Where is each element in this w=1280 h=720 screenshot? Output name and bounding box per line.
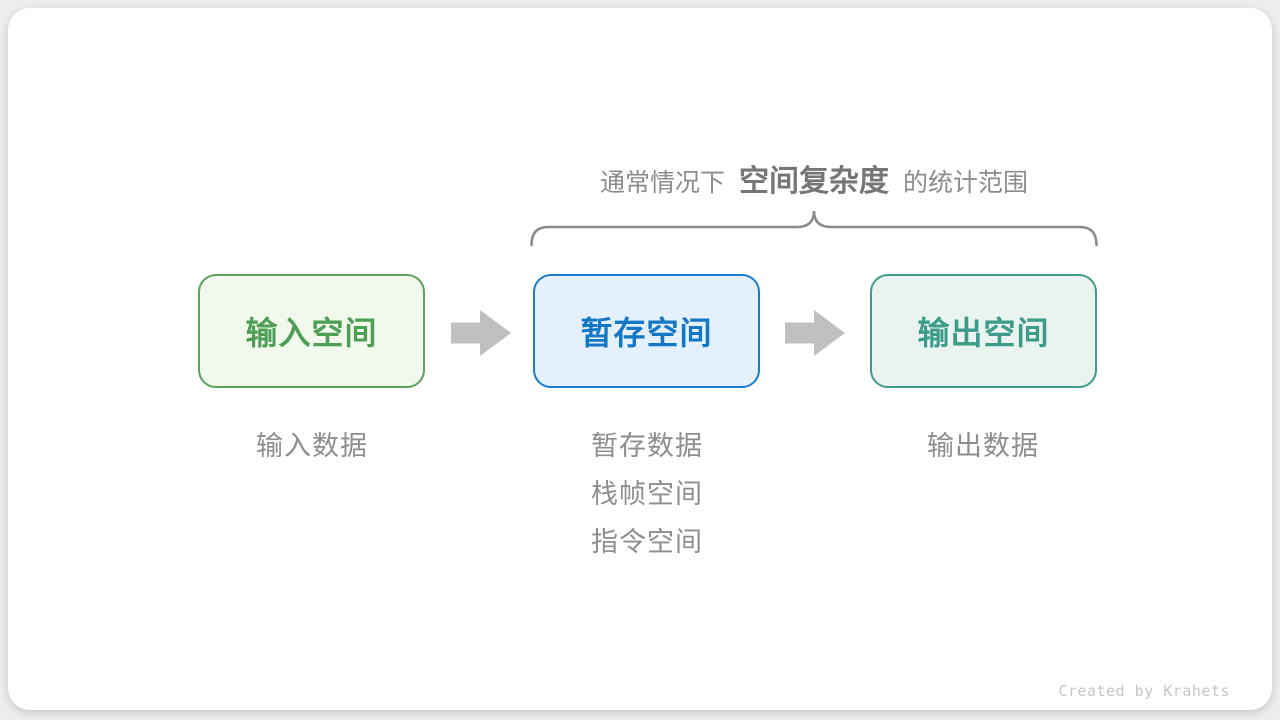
box-output-space-label: 输出空间 xyxy=(917,315,1050,351)
box-input-space: 输入空间 xyxy=(198,274,425,388)
arrow-right-icon xyxy=(451,310,511,356)
diagram-card: 通常情况下 空间复杂度 的统计范围 输入空间 暂存空间 输出空间 输入数据 暂存… xyxy=(8,8,1272,710)
note-stack-frame-space: 栈帧空间 xyxy=(591,479,703,509)
curly-brace xyxy=(530,210,1098,247)
note-output-data: 输出数据 xyxy=(927,431,1039,461)
title-highlight: 空间复杂度 xyxy=(739,165,889,198)
note-temp-data: 暂存数据 xyxy=(591,431,703,461)
box-output-space: 输出空间 xyxy=(870,274,1097,388)
note-instruction-space: 指令空间 xyxy=(591,527,703,557)
credit-text: Created by Krahets xyxy=(1058,682,1230,700)
arrow-right-icon xyxy=(785,310,845,356)
diagram-title: 通常情况下 空间复杂度 的统计范围 xyxy=(600,156,1028,200)
title-prefix: 通常情况下 xyxy=(599,169,725,197)
notes-temp-space: 暂存数据 栈帧空间 指令空间 xyxy=(517,422,777,566)
title-suffix: 的统计范围 xyxy=(903,169,1029,197)
note-input-data: 输入数据 xyxy=(256,431,368,461)
notes-input-space: 输入数据 xyxy=(182,422,442,470)
box-temp-space-label: 暂存空间 xyxy=(580,315,713,351)
box-temp-space: 暂存空间 xyxy=(533,274,760,388)
box-input-space-label: 输入空间 xyxy=(245,315,378,351)
notes-output-space: 输出数据 xyxy=(853,422,1113,470)
